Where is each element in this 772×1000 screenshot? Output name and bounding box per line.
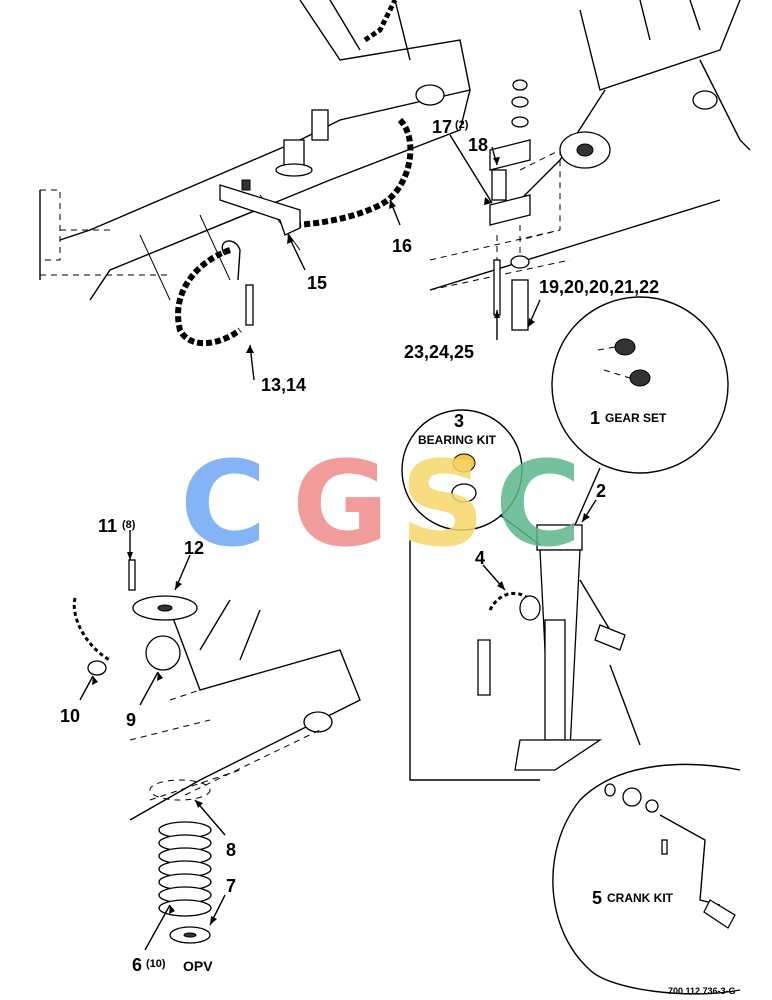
callout-4: 4 <box>475 548 485 568</box>
callout-6: 6 <box>132 955 142 975</box>
callout-13-14: 13,14 <box>261 375 306 395</box>
callout-9: 9 <box>126 710 136 730</box>
watermark: C G S C <box>180 435 582 573</box>
callout-7: 7 <box>226 876 236 896</box>
swivel-mount-assembly <box>72 559 361 944</box>
callout-15: 15 <box>307 273 327 293</box>
callout-23-25: 23,24,25 <box>404 342 474 362</box>
callout-16: 16 <box>392 236 412 256</box>
spring-stack <box>158 821 212 917</box>
callout-8: 8 <box>226 840 236 860</box>
callout-5: 5 <box>592 888 602 908</box>
watermark-letter-3: S <box>400 435 485 573</box>
jack-mount-bracket-assembly <box>429 0 751 331</box>
callout-17-qty: (2) <box>455 119 469 131</box>
callout-1: 1 <box>590 408 600 428</box>
callout-18: 18 <box>468 135 488 155</box>
callout-11: 11 <box>98 516 117 536</box>
callout-6-desc: OPV <box>183 958 213 974</box>
callout-11-qty: (8) <box>122 519 136 531</box>
callout-1-desc: GEAR SET <box>605 411 667 425</box>
callout-5-desc: CRANK KIT <box>607 891 674 905</box>
callout-2: 2 <box>596 481 606 501</box>
callout-17: 17 <box>432 117 452 137</box>
callout-12: 12 <box>184 538 204 558</box>
watermark-letter-4: C <box>495 435 582 573</box>
gear-set-detail <box>551 296 729 526</box>
callout-3: 3 <box>454 411 464 431</box>
jack-assembly <box>409 524 626 781</box>
callout-6-qty: (10) <box>146 958 166 970</box>
callout-19-22: 19,20,20,21,22 <box>539 277 659 297</box>
tongue-chain-assembly <box>39 0 471 381</box>
callout-labels: 13,14 15 16 17 (2) 18 19,20,20,21,22 23,… <box>60 117 674 975</box>
drawing-number: 700 112 736-3-G <box>668 986 736 996</box>
callout-10: 10 <box>60 706 80 726</box>
crank-kit-detail <box>552 664 741 995</box>
callout-3-desc: BEARING KIT <box>418 433 497 447</box>
watermark-letter-1: C <box>180 435 267 573</box>
leader-lines <box>79 134 597 951</box>
bearing-kit-detail <box>401 409 541 546</box>
watermark-letter-2: G <box>292 435 389 573</box>
